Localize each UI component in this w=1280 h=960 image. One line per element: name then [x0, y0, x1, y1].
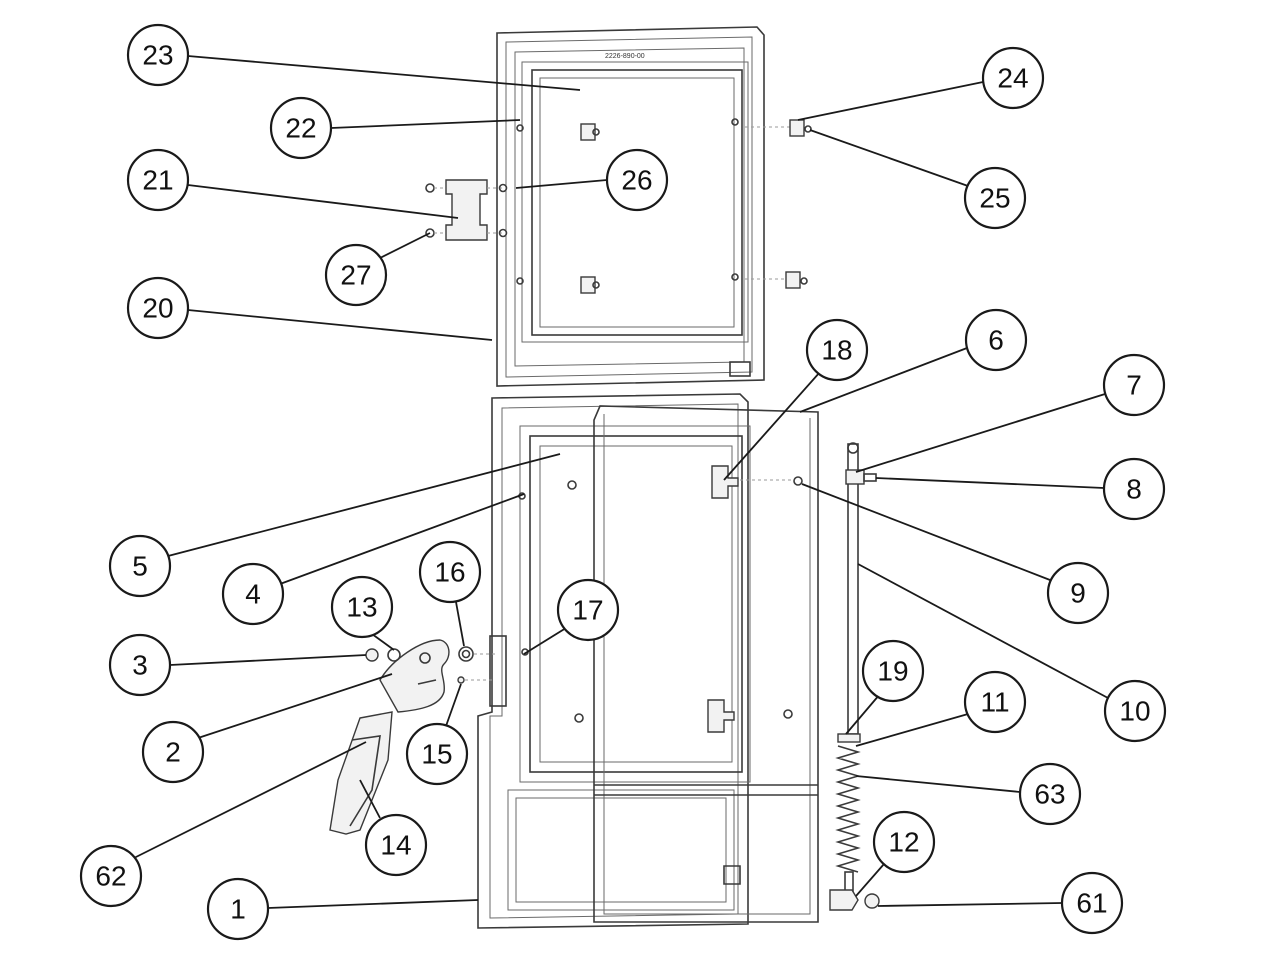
- svg-text:27: 27: [340, 260, 371, 291]
- lower-window-frame: [529, 435, 743, 773]
- callout-1: 1: [206, 877, 270, 941]
- callout-10: 10: [1103, 679, 1167, 743]
- callout-16: 16: [418, 540, 482, 604]
- svg-text:20: 20: [142, 293, 173, 324]
- svg-text:23: 23: [142, 40, 173, 71]
- callout-5: 5: [108, 534, 172, 598]
- svg-text:61: 61: [1076, 888, 1107, 919]
- callout-26: 26: [605, 148, 669, 212]
- svg-text:26: 26: [621, 165, 652, 196]
- callout-20: 20: [126, 276, 190, 340]
- svg-text:7: 7: [1126, 370, 1142, 401]
- svg-text:25: 25: [979, 183, 1010, 214]
- svg-text:63: 63: [1034, 779, 1065, 810]
- upper-door-frame: [496, 26, 765, 387]
- upper-door-stamp: 2226-890-00: [605, 53, 645, 60]
- left-hinge-plate: [425, 179, 508, 241]
- callout-62: 62: [79, 844, 143, 908]
- callout-13: 13: [330, 575, 394, 639]
- svg-text:17: 17: [572, 595, 603, 626]
- svg-text:14: 14: [380, 830, 411, 861]
- svg-text:6: 6: [988, 325, 1004, 356]
- callout-2: 2: [141, 720, 205, 784]
- callout-4: 4: [221, 562, 285, 626]
- handle-assembly: [329, 639, 496, 835]
- svg-text:8: 8: [1126, 474, 1142, 505]
- svg-text:10: 10: [1119, 696, 1150, 727]
- callout-11: 11: [963, 670, 1027, 734]
- latch-cam: [379, 639, 450, 713]
- svg-text:21: 21: [142, 165, 173, 196]
- spring: [835, 745, 861, 873]
- svg-text:3: 3: [132, 650, 148, 681]
- callout-63: 63: [1018, 762, 1082, 826]
- svg-text:4: 4: [245, 579, 261, 610]
- callout-8: 8: [1102, 457, 1166, 521]
- upper-window-clips: [516, 118, 739, 294]
- upper-door-assembly: 2226-890-00: [425, 26, 812, 387]
- svg-text:15: 15: [421, 739, 452, 770]
- callout-22: 22: [269, 96, 333, 160]
- callout-27: 27: [324, 243, 388, 307]
- upper-window-frame: [531, 69, 743, 336]
- svg-text:18: 18: [821, 335, 852, 366]
- svg-text:19: 19: [877, 656, 908, 687]
- svg-text:13: 13: [346, 592, 377, 623]
- callout-7: 7: [1102, 353, 1166, 417]
- callout-23: 23: [126, 23, 190, 87]
- callout-3: 3: [108, 633, 172, 697]
- callout-21: 21: [126, 148, 190, 212]
- svg-text:2: 2: [165, 737, 181, 768]
- svg-text:9: 9: [1070, 578, 1086, 609]
- rod-assembly: [829, 442, 880, 911]
- svg-text:24: 24: [997, 63, 1028, 94]
- callout-18: 18: [805, 318, 869, 382]
- callout-9: 9: [1046, 561, 1110, 625]
- svg-text:11: 11: [980, 687, 1009, 718]
- callout-24: 24: [981, 46, 1045, 110]
- svg-text:16: 16: [434, 557, 465, 588]
- callout-14: 14: [364, 813, 428, 877]
- svg-text:12: 12: [888, 827, 919, 858]
- svg-text:22: 22: [285, 113, 316, 144]
- handle-grip: [329, 711, 393, 835]
- lift-frame: [593, 405, 819, 923]
- lower-door-frame: [477, 393, 749, 929]
- svg-text:5: 5: [132, 551, 148, 582]
- lower-door-assembly: [477, 393, 803, 929]
- callout-17: 17: [556, 578, 620, 642]
- callouts: 23 22 21 27 26 24: [79, 23, 1167, 941]
- callout-15: 15: [405, 722, 469, 786]
- svg-text:1: 1: [230, 894, 246, 925]
- callout-61: 61: [1060, 871, 1124, 935]
- upper-right-clips: [745, 119, 812, 289]
- callout-19: 19: [861, 639, 925, 703]
- svg-text:62: 62: [95, 861, 126, 892]
- callout-12: 12: [872, 810, 936, 874]
- callout-25: 25: [963, 166, 1027, 230]
- callout-6: 6: [964, 308, 1028, 372]
